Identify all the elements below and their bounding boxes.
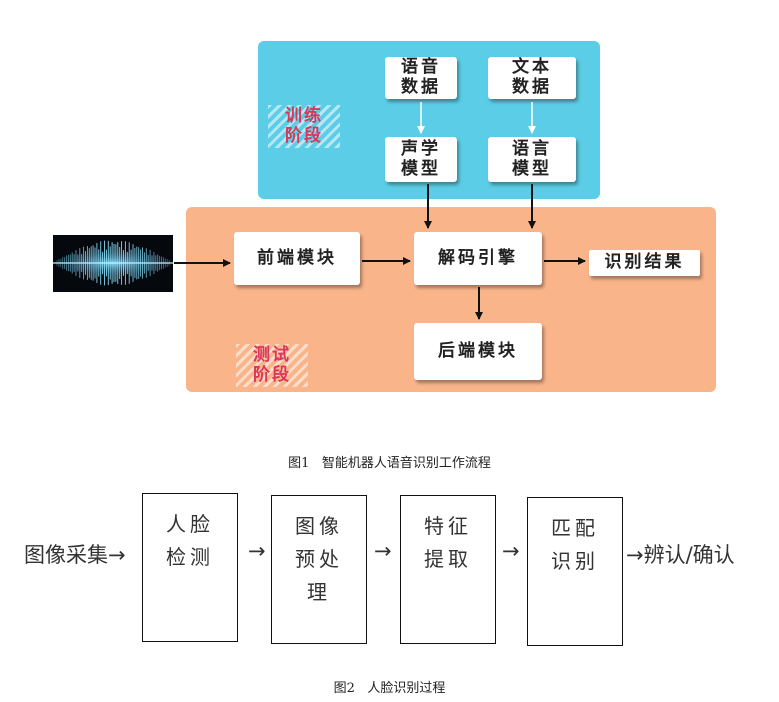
preprocessing-label: 图像 预处 理 <box>295 514 343 604</box>
arrow-2: → <box>374 539 392 563</box>
preprocessing-box: 图像 预处 理 <box>271 495 367 644</box>
matching-label: 匹配 识别 <box>551 516 599 573</box>
feature-extraction-label: 特征 提取 <box>424 514 472 571</box>
identify-confirm-label: →辨认/确认 <box>626 543 735 567</box>
language-model-box: 语言 模型 <box>488 137 576 182</box>
decoding-engine-box: 解码引擎 <box>414 232 542 285</box>
face-detection-label: 人脸 检测 <box>166 512 214 569</box>
testing-stage-label: 测试 阶段 <box>236 344 308 388</box>
recognition-result-box: 识别结果 <box>589 250 700 276</box>
speech-data-box: 语音 数据 <box>385 57 457 99</box>
training-stage-label: 训练 阶段 <box>268 105 340 149</box>
feature-extraction-box: 特征 提取 <box>400 495 496 644</box>
acoustic-model-box: 声学 模型 <box>385 137 457 182</box>
arrow-1: → <box>248 539 266 563</box>
image-capture-label: 图像采集→ <box>24 543 126 567</box>
text-data-box: 文本 数据 <box>488 57 576 99</box>
backend-module-box: 后端模块 <box>414 323 542 380</box>
figure2-caption: 图2 人脸识别过程 <box>333 681 446 696</box>
sound-wave-image <box>53 235 173 292</box>
sound-wave-icon <box>53 240 173 286</box>
frontend-module-box: 前端模块 <box>234 232 360 285</box>
face-detection-box: 人脸 检测 <box>142 493 238 642</box>
arrow-3: → <box>502 539 520 563</box>
figure1-caption: 图1 智能机器人语音识别工作流程 <box>288 456 491 471</box>
matching-box: 匹配 识别 <box>527 497 623 646</box>
